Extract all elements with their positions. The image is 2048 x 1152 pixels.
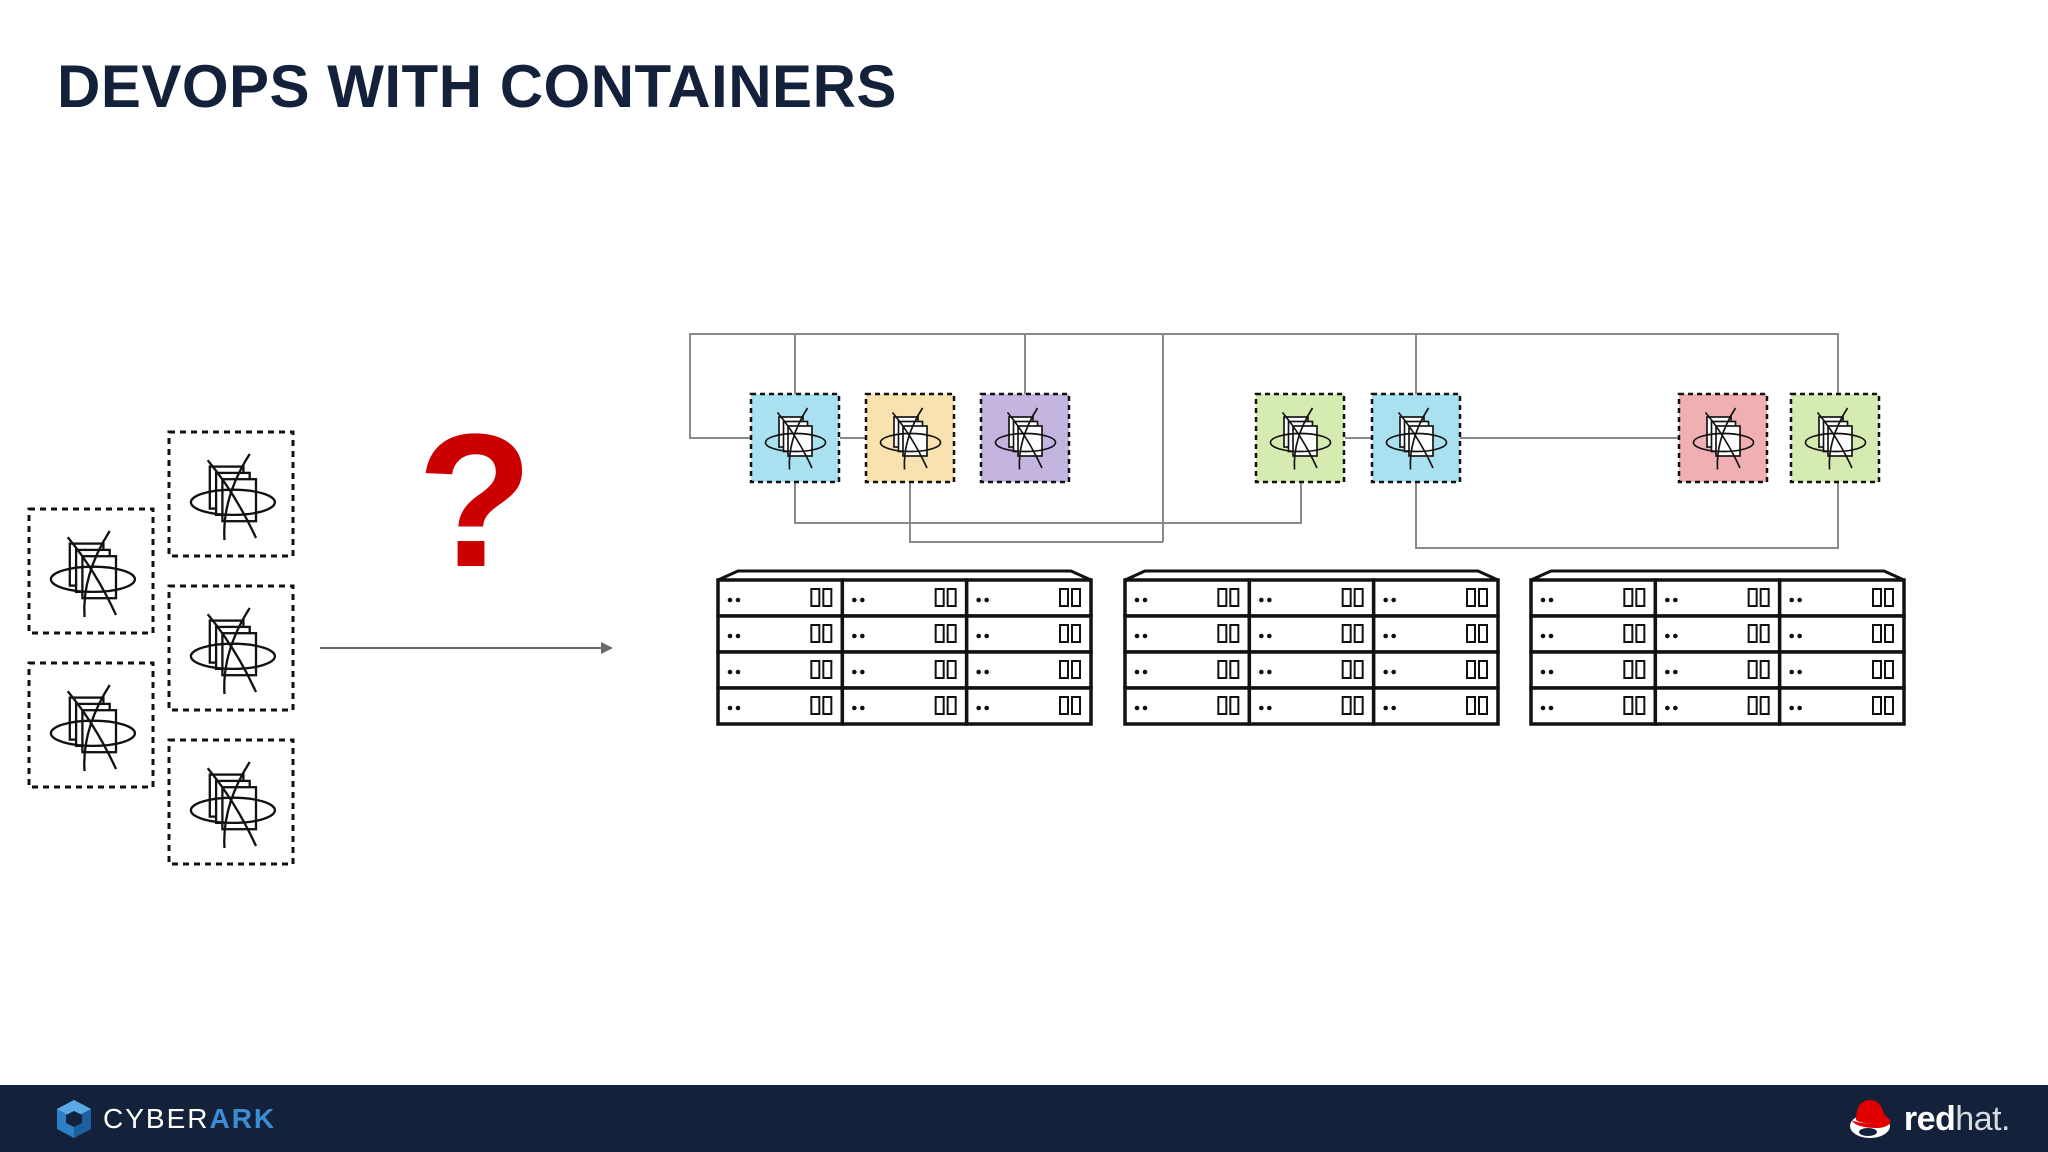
server-unit	[1653, 650, 1782, 690]
server-unit	[1123, 614, 1252, 654]
connector-line	[1415, 481, 1839, 549]
unplaced-container	[27, 661, 155, 789]
server-unit	[1777, 650, 1906, 690]
server-unit	[1371, 650, 1500, 690]
server-unit	[1529, 650, 1658, 690]
server-unit	[1247, 614, 1376, 654]
server-unit	[1123, 686, 1252, 726]
cyberark-wordmark-ark: ARK	[209, 1103, 277, 1134]
server-unit	[716, 650, 845, 690]
server-unit	[1529, 578, 1658, 618]
unplaced-containers	[27, 430, 295, 866]
connector-lines	[689, 333, 1839, 549]
unplaced-container	[167, 584, 295, 712]
server-unit	[840, 650, 969, 690]
server-unit	[840, 614, 969, 654]
slide-title: DEVOPS WITH CONTAINERS	[57, 53, 897, 120]
redhat-shadowman-icon	[1849, 1100, 1891, 1138]
server-unit	[1529, 686, 1658, 726]
placed-container	[1677, 392, 1769, 484]
placed-container	[864, 392, 956, 484]
server-unit	[1653, 614, 1782, 654]
placed-container	[979, 392, 1071, 484]
server-unit	[1653, 686, 1782, 726]
server-unit	[1247, 686, 1376, 726]
server-unit	[1777, 614, 1906, 654]
server-rack	[1529, 569, 1906, 726]
server-unit	[716, 578, 845, 618]
question-mark: ?	[417, 395, 533, 607]
server-unit	[840, 578, 969, 618]
server-rack	[716, 569, 1093, 726]
connector-line	[794, 481, 1302, 524]
server-unit	[1371, 686, 1500, 726]
footer-bar: CYBERARK redhat.	[0, 1085, 2048, 1152]
server-unit	[1371, 614, 1500, 654]
server-unit	[1247, 650, 1376, 690]
placed-containers	[749, 392, 1881, 484]
server-unit	[964, 686, 1093, 726]
redhat-wordmark: redhat.	[1903, 1099, 2011, 1139]
arrow	[320, 642, 613, 654]
server-rack	[1123, 569, 1500, 726]
unplaced-container	[27, 507, 155, 635]
server-unit	[1529, 614, 1658, 654]
cyberark-logo: CYBERARK	[54, 1099, 276, 1139]
unplaced-container	[167, 430, 295, 558]
server-unit	[716, 614, 845, 654]
placed-container	[1254, 392, 1346, 484]
server-unit	[716, 686, 845, 726]
connector-line	[909, 481, 1163, 543]
server-unit	[1247, 578, 1376, 618]
cyberark-wordmark: CYBERARK	[103, 1103, 276, 1135]
container-diagram: ?	[27, 333, 1906, 866]
server-unit	[1123, 578, 1252, 618]
unplaced-container	[167, 738, 295, 866]
server-unit	[964, 578, 1093, 618]
placed-container	[749, 392, 841, 484]
redhat-logo: redhat.	[1846, 1095, 2010, 1143]
connector-line	[689, 333, 1839, 439]
server-unit	[1653, 578, 1782, 618]
server-unit	[1123, 650, 1252, 690]
redhat-wordmark-red: red	[1903, 1099, 1956, 1138]
server-unit	[964, 650, 1093, 690]
placed-container	[1789, 392, 1881, 484]
cyberark-cube-icon	[57, 1100, 91, 1138]
server-unit	[1777, 578, 1906, 618]
server-unit	[1371, 578, 1500, 618]
cyberark-wordmark-cyber: CYBER	[103, 1103, 210, 1134]
server-racks	[716, 569, 1906, 726]
placed-container	[1370, 392, 1462, 484]
redhat-wordmark-hat: hat.	[1955, 1099, 2010, 1138]
server-unit	[1777, 686, 1906, 726]
server-unit	[840, 686, 969, 726]
server-unit	[964, 614, 1093, 654]
